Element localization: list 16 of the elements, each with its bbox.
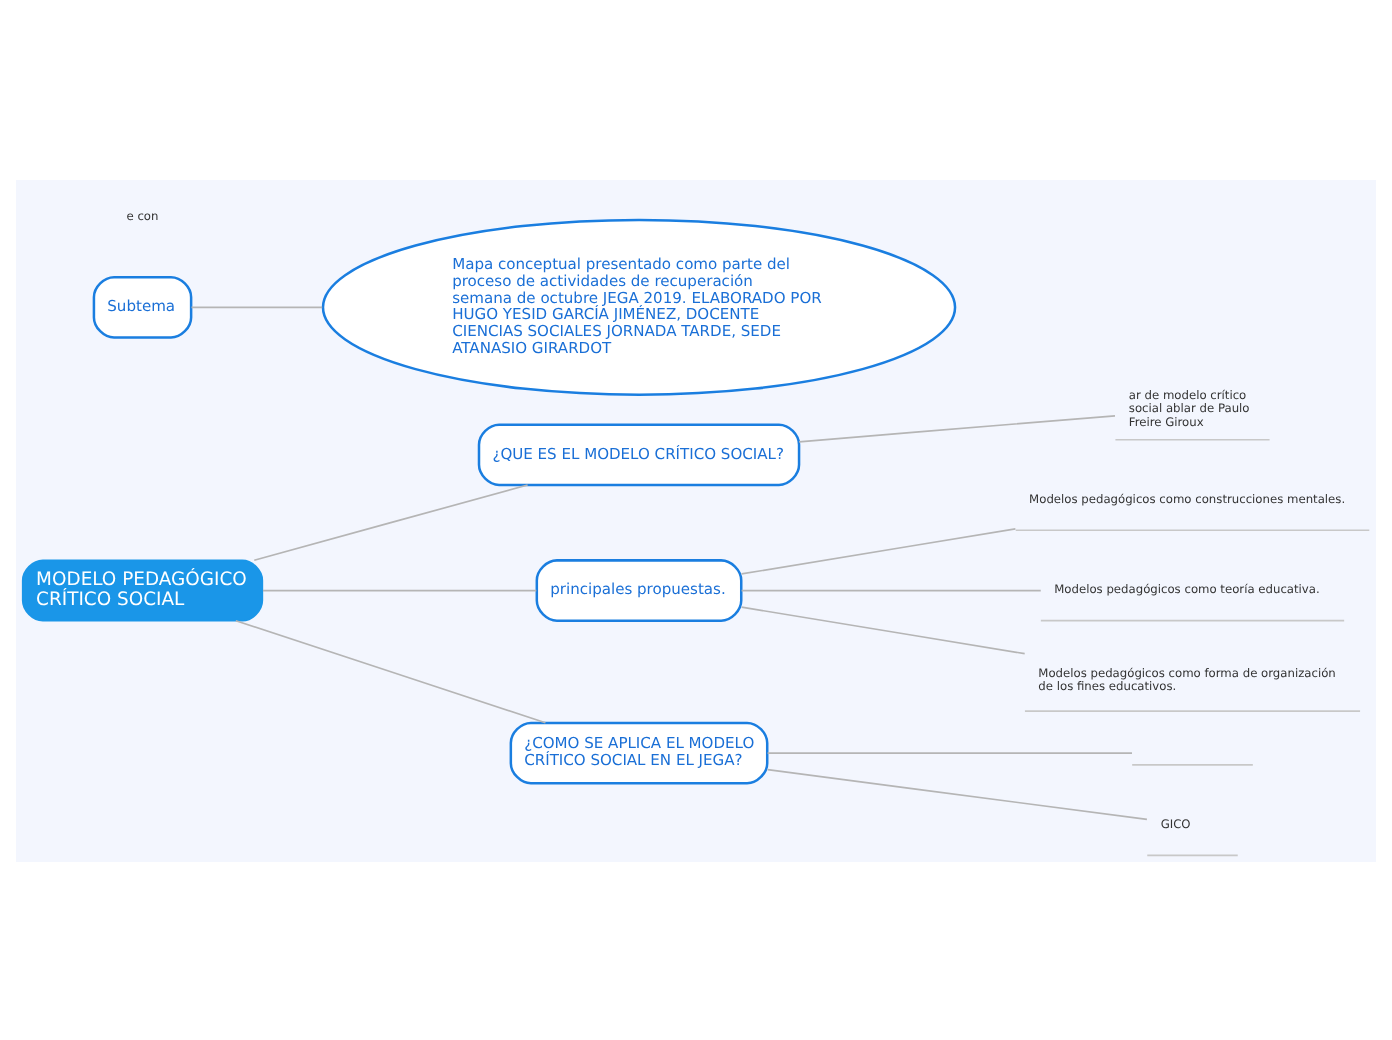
node-box: MODELO PEDAGÓGICO CRÍTICO SOCIAL: [21, 558, 264, 621]
connector: [253, 483, 529, 561]
connector: [740, 527, 1017, 574]
connector: [798, 413, 1116, 442]
connector: [740, 605, 1026, 654]
node-box: principales propuestas.: [535, 558, 743, 621]
node-box: Subtema: [92, 274, 193, 338]
connector: [740, 588, 1042, 591]
node-box: ¿QUE ES EL MODELO CRÍTICO SOCIAL?: [477, 422, 801, 486]
connector: [262, 588, 538, 591]
node-ellipse: Mapa conceptual presentado como parte del proceso de actividades de recuperación semana de octubre JEGA 2019. ELABORADO POR HUGO YESID GARCÍA JIMÉNEZ, DOCENTE CIENCIAS SOCIALES JORNADA TARDE, SEDE ATANASIO GIRARDOT: [321, 217, 957, 395]
connector: [234, 618, 547, 723]
connector: [190, 305, 324, 308]
connector: [766, 751, 1133, 753]
node-box: ¿COMO SE APLICA EL MODELO CRÍTICO SOCIAL EN EL JEGA?: [509, 720, 769, 784]
connector: [766, 767, 1148, 820]
